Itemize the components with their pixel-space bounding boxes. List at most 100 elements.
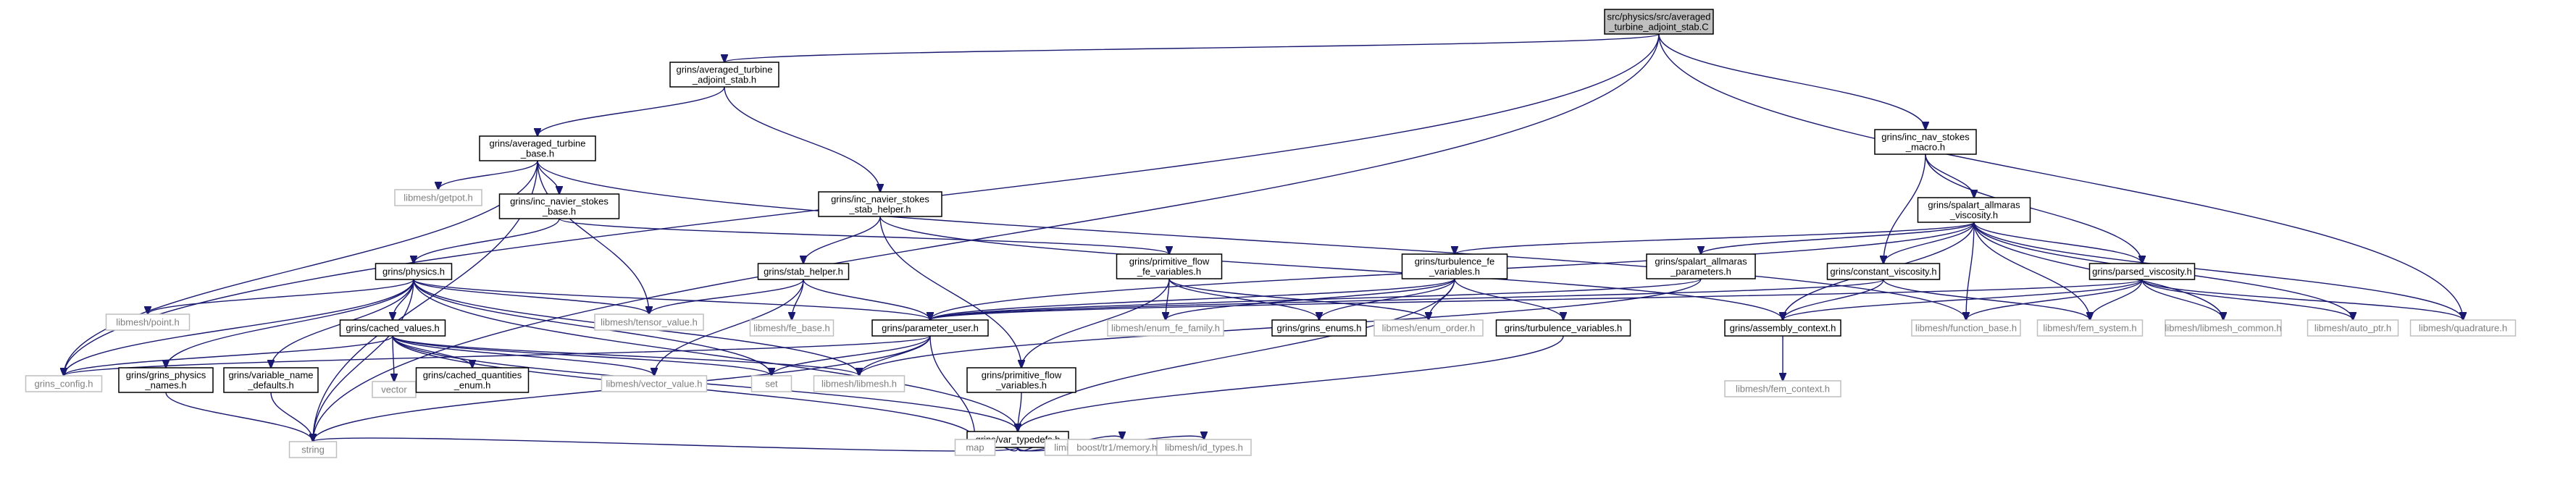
node-label: _adjoint_stab.h xyxy=(692,75,756,85)
node-physics-h[interactable]: grins/physics.h xyxy=(375,263,453,280)
edge-insb_h-to-pffv_h xyxy=(559,218,1169,254)
edge-cv_h-to-pu_h xyxy=(930,279,1884,320)
node-pffv-h[interactable]: grins/primitive_flow_fe_variables.h xyxy=(1116,253,1223,279)
node-ins-macro[interactable]: grins/inc_nav_stokes_macro.h xyxy=(1874,129,1977,155)
edge-insh_h-to-pfv_h xyxy=(879,216,1021,368)
node-label: grins/turbulence_fe xyxy=(1415,256,1495,267)
node-box xyxy=(750,375,793,392)
edge-turbv_h-to-vt_h xyxy=(1018,335,1564,431)
node-pv-h[interactable]: grins/parsed_viscosity.h xyxy=(2088,263,2196,280)
node-grins-enums[interactable]: grins/grins_enums.h xyxy=(1271,319,1367,337)
node-box xyxy=(1874,129,1977,155)
node-pfv-h[interactable]: grins/primitive_flow_variables.h xyxy=(966,367,1076,393)
node-box xyxy=(479,135,596,161)
node-label: _fe_variables.h xyxy=(1137,266,1201,277)
node-label: _viscosity.h xyxy=(1949,210,1998,221)
node-box xyxy=(601,375,708,392)
node-box xyxy=(2165,319,2282,337)
node-label: grins/primitive_flow xyxy=(982,370,1062,381)
node-label: _stab_helper.h xyxy=(848,204,911,215)
edge-insh_h-to-stab_h xyxy=(803,216,881,264)
node-box xyxy=(1271,319,1367,337)
node-label: libmesh/function_base.h xyxy=(1915,323,2017,334)
node-tensor: libmesh/tensor_value.h xyxy=(594,313,704,331)
node-sap-h[interactable]: grins/spalart_allmaras_parameters.h xyxy=(1646,253,1756,279)
node-libmesh-h: libmesh/libmesh.h xyxy=(813,375,906,392)
node-label: grins/spalart_allmaras xyxy=(1928,200,2020,211)
node-root[interactable]: src/physics/src/averaged_turbine_adjoint… xyxy=(1604,9,1714,35)
node-tfv-h[interactable]: grins/turbulence_fe_variables.h xyxy=(1401,253,1508,279)
node-sa-visc[interactable]: grins/spalart_allmaras_viscosity.h xyxy=(1917,197,2031,223)
node-label: grins/averaged_turbine xyxy=(490,138,586,149)
node-label: grins/turbulence_variables.h xyxy=(1505,323,1623,334)
node-label: src/physics/src/averaged xyxy=(1607,12,1710,22)
node-pu-h[interactable]: grins/parameter_user.h xyxy=(871,319,989,337)
node-label: libmesh/auto_ptr.h xyxy=(2314,323,2391,334)
edge-vt_h-to-string xyxy=(313,438,1019,452)
node-gpn-h[interactable]: grins/grins_physics_names.h xyxy=(118,367,214,393)
edge-insh_h-to-ac_h xyxy=(879,216,1783,320)
node-box xyxy=(1116,253,1223,279)
node-box xyxy=(757,263,850,280)
node-box xyxy=(813,375,906,392)
node-cv-h[interactable]: grins/constant_viscosity.h xyxy=(1826,263,1941,280)
node-box xyxy=(871,319,989,337)
node-vnd-h[interactable]: grins/variable_name_defaults.h xyxy=(223,367,319,393)
edge-root-to-string xyxy=(313,33,1660,442)
edge-pv_h-to-pu_h xyxy=(930,279,2143,320)
node-box xyxy=(223,367,319,393)
node-point: libmesh/point.h xyxy=(105,313,191,331)
edge-sap_h-to-pu_h xyxy=(930,278,1702,320)
node-label: libmesh/fem_context.h xyxy=(1736,384,1830,395)
node-label: libmesh/libmesh_common.h xyxy=(2165,323,2281,334)
node-label: _base.h xyxy=(542,206,576,217)
edge-physics_h-to-pu_h xyxy=(413,279,930,320)
node-atb-h[interactable]: grins/averaged_turbine_base.h xyxy=(479,135,596,161)
node-string: string xyxy=(288,441,338,458)
node-box xyxy=(1107,319,1224,337)
node-ac-h[interactable]: grins/assembly_context.h xyxy=(1724,319,1841,337)
node-box xyxy=(1373,319,1484,337)
node-box xyxy=(749,319,835,337)
node-stab-h[interactable]: grins/stab_helper.h xyxy=(757,263,850,280)
node-ats-h[interactable]: grins/averaged_turbine_adjoint_stab.h xyxy=(669,62,779,88)
edge-ins_macro-to-sa_visc xyxy=(1925,153,1974,198)
node-id-types: libmesh/id_types.h xyxy=(1156,439,1252,456)
node-label: libmesh/vector_value.h xyxy=(606,379,703,390)
node-box xyxy=(375,263,453,280)
node-label: libmesh/getpot.h xyxy=(403,193,472,203)
node-box xyxy=(2307,319,2399,337)
edge-tfv_h-to-grins_enums xyxy=(1319,278,1455,320)
edge-physics_h-to-tensor xyxy=(413,279,649,314)
edge-pv_h-to-func_base xyxy=(1966,279,2143,320)
node-label: vector xyxy=(381,384,407,395)
node-box xyxy=(1724,319,1841,337)
node-label: grins_config.h xyxy=(35,379,93,390)
node-insb-h[interactable]: grins/inc_navier_stokes_base.h xyxy=(498,193,620,219)
edge-tfv_h-to-vt_h xyxy=(1018,278,1455,431)
node-label: string xyxy=(301,445,325,455)
node-turbv-h[interactable]: grins/turbulence_variables.h xyxy=(1495,319,1631,337)
node-fem-system: libmesh/fem_system.h xyxy=(2036,319,2144,337)
node-cqe-h[interactable]: grins/cached_quantities_enum.h xyxy=(415,367,530,393)
edge-cv_h-to-ac_h xyxy=(1783,279,1884,320)
node-grins-config: grins_config.h xyxy=(25,375,103,392)
node-label: grins/constant_viscosity.h xyxy=(1830,266,1936,277)
node-quadrature: libmesh/quadrature.h xyxy=(2409,319,2517,337)
node-func-base: libmesh/function_base.h xyxy=(1911,319,2021,337)
edge-atb_h-to-tensor xyxy=(537,160,649,314)
node-label: libmesh/enum_fe_family.h xyxy=(1111,323,1220,334)
edge-pffv_h-to-grins_enums xyxy=(1168,278,1319,320)
node-box xyxy=(1826,263,1941,280)
edge-cached_h-to-grins_config xyxy=(64,335,393,376)
node-insh-h[interactable]: grins/inc_navier_stokes_stab_helper.h xyxy=(818,191,942,217)
node-cached-h[interactable]: grins/cached_values.h xyxy=(339,319,446,337)
edge-insb_h-to-physics_h xyxy=(414,218,560,264)
edge-sa_visc-to-tfv_h xyxy=(1455,222,1975,254)
edge-cached_h-to-vec_val xyxy=(392,335,654,376)
edge-physics_h-to-vt_h xyxy=(413,279,1018,431)
node-label: grins/inc_nav_stokes xyxy=(1881,132,1970,143)
node-box xyxy=(498,193,620,219)
node-box xyxy=(1917,197,2031,223)
edge-ins_macro-to-pv_h xyxy=(1925,153,2142,264)
